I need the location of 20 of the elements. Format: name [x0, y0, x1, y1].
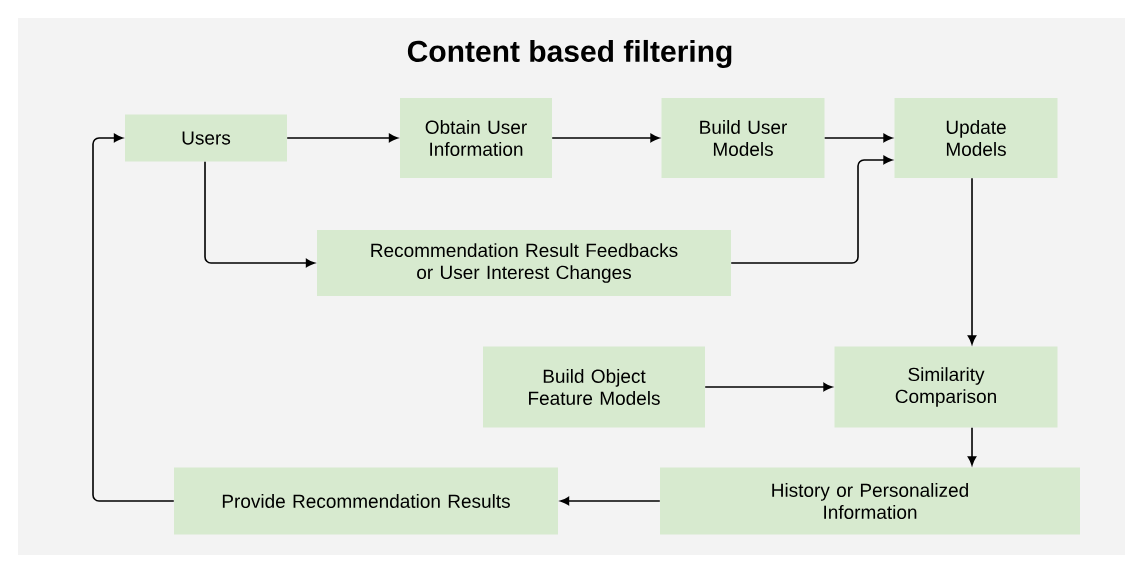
- arrow: [560, 496, 661, 506]
- process-box: Obtain User Information: [400, 98, 552, 178]
- process-box: Update Models: [894, 98, 1058, 178]
- arrow: [704, 382, 833, 392]
- arrow: [286, 133, 398, 143]
- arrow: [823, 133, 893, 143]
- title: Content based filtering: [407, 39, 732, 69]
- arrow: [967, 426, 977, 466]
- process-box: Users: [125, 114, 287, 162]
- process-box: Build User Models: [661, 98, 825, 178]
- arrow: [204, 160, 315, 268]
- arrow: [967, 177, 977, 345]
- arrow: [92, 133, 175, 502]
- process-box: Similarity Comparison: [834, 346, 1058, 428]
- process-box: Provide Recommendation Results: [174, 467, 558, 535]
- process-box: Recommendation Result Feedbacks or User Interest Changes: [317, 230, 731, 296]
- arrow: [551, 133, 660, 143]
- arrow: [730, 155, 893, 264]
- process-box: Build Object Feature Models: [483, 346, 705, 428]
- process-box: History or Personalized Information: [660, 467, 1080, 535]
